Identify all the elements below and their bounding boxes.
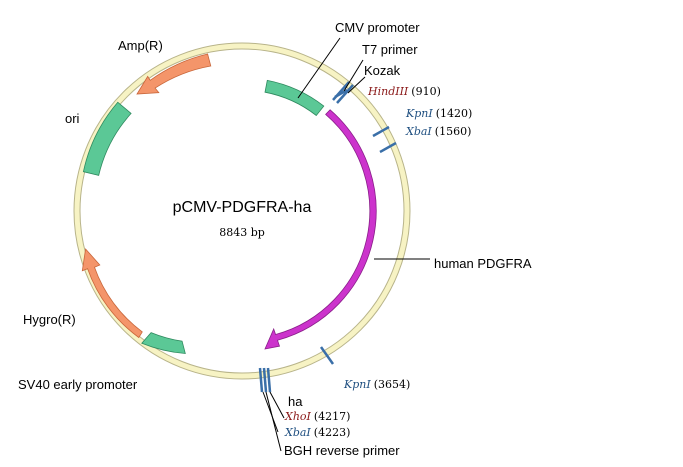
xbai-1560-marker: [379, 141, 397, 154]
xbai-4223-label: XbaI(4223): [284, 426, 350, 439]
cmv-promoter-label: CMV promoter: [335, 20, 420, 35]
ori-label: ori: [65, 111, 80, 126]
kpni-3654-label: KpnI(3654): [343, 378, 410, 391]
plasmid-backbone-fill: [74, 43, 410, 379]
bgh-primer-label: BGH reverse primer: [284, 443, 400, 458]
sv40-promoter-feature[interactable]: [141, 332, 186, 354]
kpni-3654-marker: [319, 346, 335, 365]
plasmid-size: 8843 bp: [219, 226, 265, 239]
t7-primer-label: T7 primer: [362, 42, 418, 57]
hygro-feature[interactable]: [81, 248, 143, 339]
ha-label: ha: [288, 394, 303, 409]
xhoi-4217-label: XhoI(4217): [284, 410, 350, 423]
kpni-1420-marker: [372, 125, 390, 138]
pdgfra-feature[interactable]: [264, 109, 377, 350]
cmv-promoter-feature[interactable]: [264, 79, 325, 117]
xbai-1560-label: XbaI(1560): [405, 125, 471, 138]
kozak-label: Kozak: [364, 63, 401, 78]
amp-feature[interactable]: [136, 53, 212, 95]
sv40-label: SV40 early promoter: [18, 377, 138, 392]
kozak-marker: [334, 88, 348, 99]
amp-label: Amp(R): [118, 38, 163, 53]
hygro-label: Hygro(R): [23, 312, 76, 327]
ori-feature[interactable]: [82, 101, 132, 176]
plasmid-name: pCMV-PDGFRA-ha: [173, 199, 312, 216]
ha-xhoi-xbai-markers: [258, 367, 272, 393]
hindiii-910-label: HindIII(910): [367, 85, 441, 98]
human-pdgfra-label: human PDGFRA: [434, 256, 532, 271]
leader-lines: [262, 37, 430, 452]
kpni-1420-label: KpnI(1420): [405, 107, 472, 120]
